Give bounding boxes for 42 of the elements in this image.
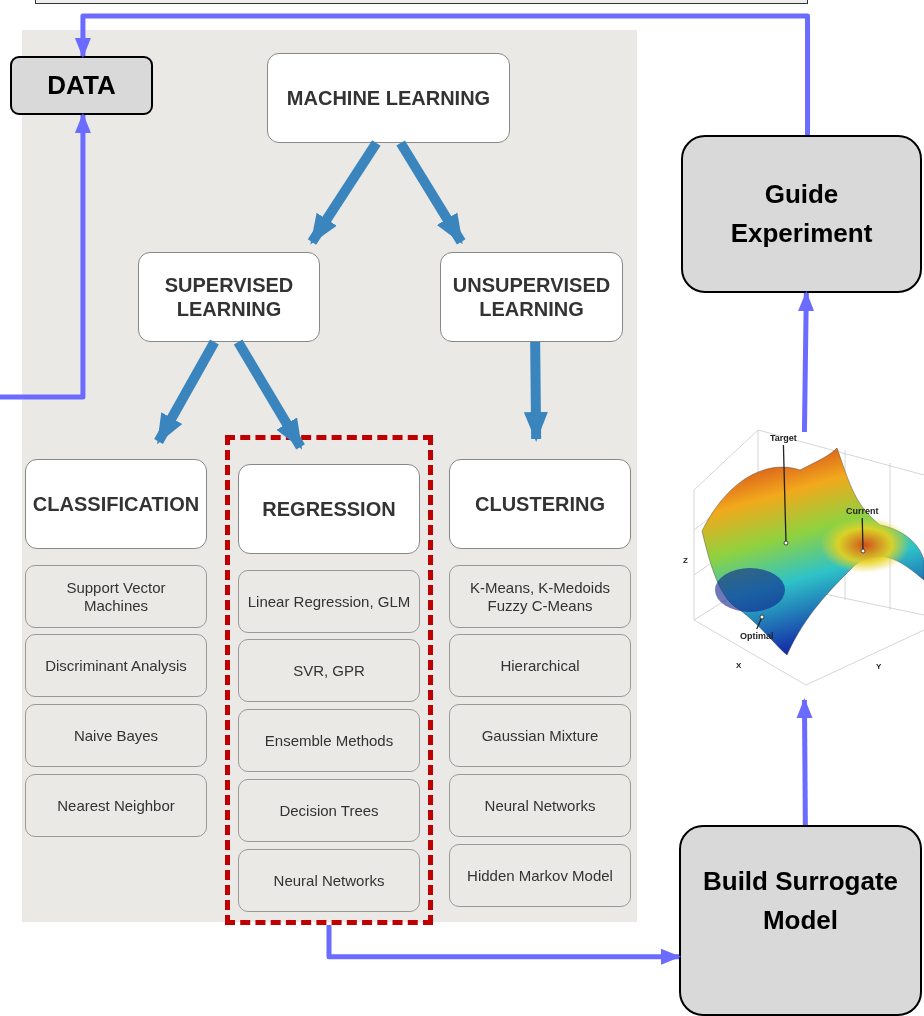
method-box: SVR, GPR [238,639,420,702]
process-box: Guide Experiment [681,135,922,293]
arrow [798,291,815,433]
leader-line [756,614,765,630]
arrow [74,13,811,135]
plot-annotation: Target [770,433,797,443]
leader-line [782,444,789,546]
method-box: Neural Networks [238,849,420,912]
method-box: Linear Regression, GLM [238,570,420,633]
dashed-highlight-box [225,435,433,925]
data-box: DATA [10,56,153,115]
leader-line [860,517,866,554]
method-box: Discriminant Analysis [25,634,207,697]
axis-label: Z [683,556,688,565]
method-box: Gaussian Mixture [449,704,631,767]
panel-background [22,30,637,922]
arrow [326,925,681,965]
category-box: REGRESSION [238,464,420,554]
method-box: Nearest Neighbor [25,774,207,837]
method-box: Ensemble Methods [238,709,420,772]
arrow [523,341,548,442]
arrow [233,339,305,450]
method-box: K-Means, K-Medoids Fuzzy C-Means [449,565,631,628]
method-box: Neural Networks [449,774,631,837]
arrow [307,140,381,245]
process-box: Build Surrogate Model [679,825,922,1016]
category-box: UNSUPERVISED LEARNING [440,252,623,342]
arrow [796,698,813,825]
arrow [154,339,219,445]
method-box: Support Vector Machines [25,565,207,628]
method-box: Naive Bayes [25,704,207,767]
category-box: MACHINE LEARNING [267,53,510,143]
arrow [396,140,466,245]
method-box: Hidden Markov Model [449,844,631,907]
axis-label: X [736,661,742,670]
method-box: Hierarchical [449,634,631,697]
category-box: CLASSIFICATION [25,459,207,549]
category-box: SUPERVISED LEARNING [138,252,320,342]
category-box: CLUSTERING [449,459,631,549]
method-box: Decision Trees [238,779,420,842]
arrow [0,113,91,400]
axis-label: Y [876,662,882,671]
